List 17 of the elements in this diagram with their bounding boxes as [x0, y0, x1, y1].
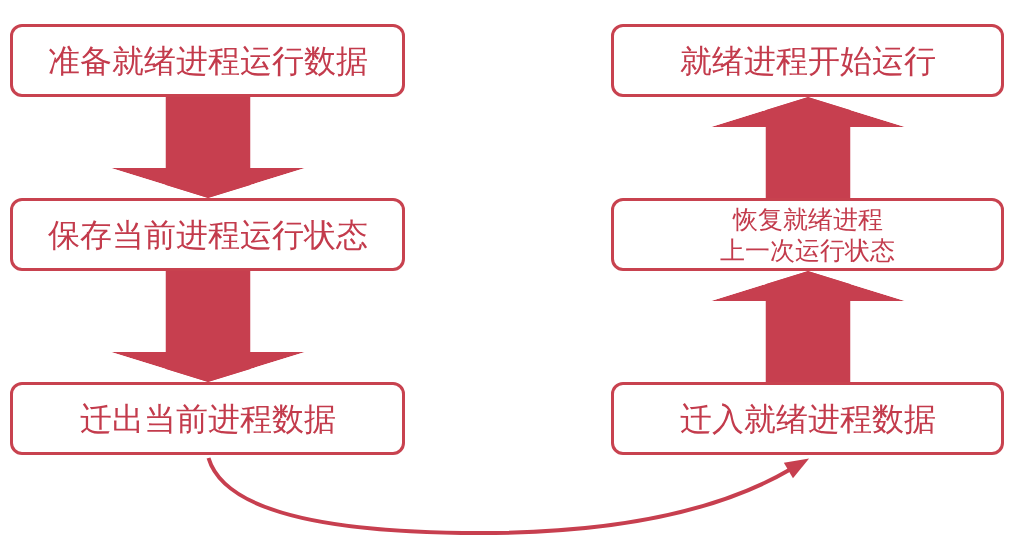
step-text: 迁出当前进程数据 — [79, 398, 336, 439]
step-text: 就绪进程开始运行 — [679, 40, 936, 81]
process-box — [611, 382, 1004, 455]
process-box — [611, 198, 1004, 271]
curved-arrow — [206, 457, 810, 535]
block-arrow — [711, 271, 905, 382]
step-text: 恢复就绪进程上一次运行状态 — [720, 203, 895, 266]
block-arrow — [111, 97, 305, 198]
process-box — [10, 382, 405, 455]
process-box — [611, 24, 1004, 97]
process-box — [10, 198, 405, 271]
step-text: 保存当前进程运行状态 — [47, 214, 368, 255]
block-arrow — [711, 97, 905, 198]
step-text: 准备就绪进程运行数据 — [47, 40, 368, 81]
process-box — [10, 24, 405, 97]
block-arrow — [111, 271, 305, 382]
step-text: 迁入就绪进程数据 — [679, 398, 936, 439]
